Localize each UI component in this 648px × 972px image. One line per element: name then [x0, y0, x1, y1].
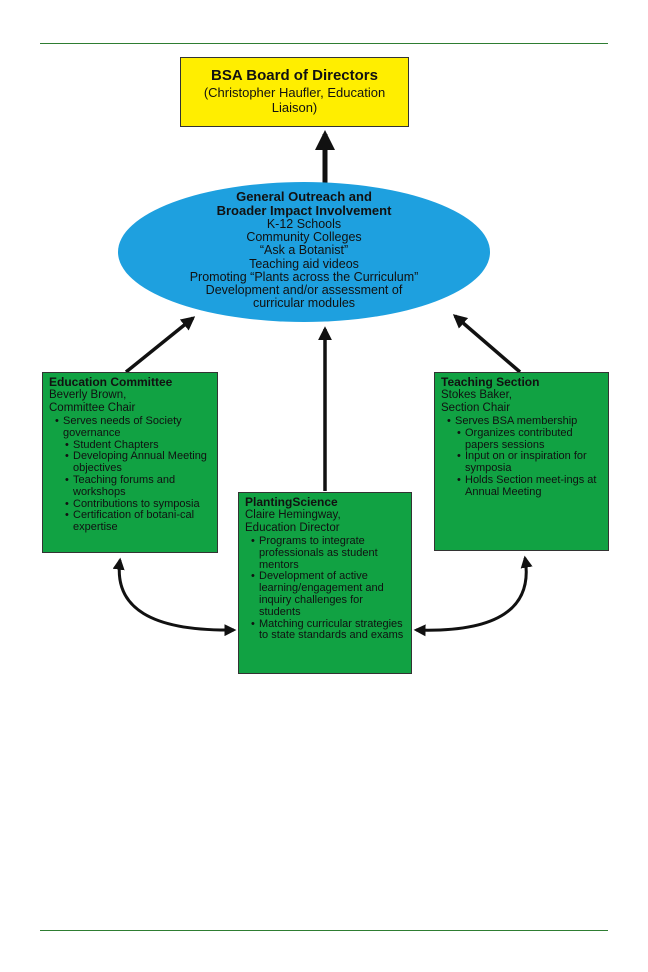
teaching-section-box: Teaching Section Stokes Baker, Section C… [434, 372, 609, 551]
arrow-teaching-planting [413, 555, 533, 637]
outreach-item: “Ask a Botanist” [259, 243, 349, 258]
list-item: Student Chapters [49, 439, 211, 452]
teaching-section-person: Stokes Baker, [441, 389, 512, 401]
education-committee-role: Committee Chair [49, 401, 136, 414]
list-item: Matching curricular strategies to state … [245, 618, 405, 643]
outreach-item: Teaching aid videos [249, 256, 359, 271]
list-item: Developing Annual Meeting objectives [49, 451, 211, 475]
list-item: Organizes contributed papers sessions [441, 427, 602, 452]
list-item: Serves BSA membership [441, 415, 602, 428]
outreach-ellipse: General Outreach and Broader Impact Invo… [118, 182, 490, 322]
top-rule [40, 43, 608, 44]
teaching-section-title: Teaching Section [441, 375, 540, 389]
list-item: Development of active learning/engagemen… [245, 570, 405, 618]
education-committee-list: Serves needs of Society governance Stude… [49, 415, 211, 534]
planting-science-list: Programs to integrate professionals as s… [245, 535, 405, 643]
outreach-item: Community Colleges [246, 230, 362, 245]
teaching-section-list: Serves BSA membership Organizes contribu… [441, 415, 602, 499]
planting-science-title: PlantingScience [245, 495, 338, 509]
outreach-title-line2: Broader Impact Involvement [216, 203, 392, 218]
arrow-teaching-to-outreach [452, 314, 522, 374]
planting-science-person: Claire Hemingway, [245, 509, 341, 521]
outreach-item: K-12 Schools [266, 217, 342, 231]
list-item: Contributions to symposia [49, 498, 211, 511]
list-item: Teaching forums and workshops [49, 474, 211, 499]
board-of-directors-box: BSA Board of Directors (Christopher Hauf… [180, 57, 409, 127]
list-item: Input on or inspiration for symposia [441, 451, 602, 475]
arrow-education-to-outreach [124, 316, 196, 374]
list-item: Programs to integrate professionals as s… [245, 535, 405, 571]
list-item: Holds Section meet-ings at Annual Meetin… [441, 474, 602, 499]
outreach-title-line1: General Outreach and [236, 189, 372, 204]
education-committee-title: Education Committee [49, 375, 173, 389]
teaching-section-role: Section Chair [441, 401, 511, 414]
board-subtitle: (Christopher Haufler, Education Liaison) [203, 85, 386, 115]
outreach-item: curricular modules [252, 296, 356, 311]
outreach-item: Promoting “Plants across the Curriculum” [189, 269, 419, 284]
arrow-education-planting [112, 557, 237, 637]
board-title: BSA Board of Directors [211, 67, 378, 84]
outreach-item: Development and/or assessment of [205, 283, 403, 298]
bottom-rule [40, 930, 608, 931]
education-committee-box: Education Committee Beverly Brown, Commi… [42, 372, 218, 553]
list-item: Serves needs of Society governance [49, 415, 211, 440]
planting-science-box: PlantingScience Claire Hemingway, Educat… [238, 492, 412, 674]
planting-science-role: Education Director [245, 521, 340, 534]
list-item: Certification of botani-cal expertise [49, 510, 211, 534]
education-committee-person: Beverly Brown, [49, 389, 127, 401]
